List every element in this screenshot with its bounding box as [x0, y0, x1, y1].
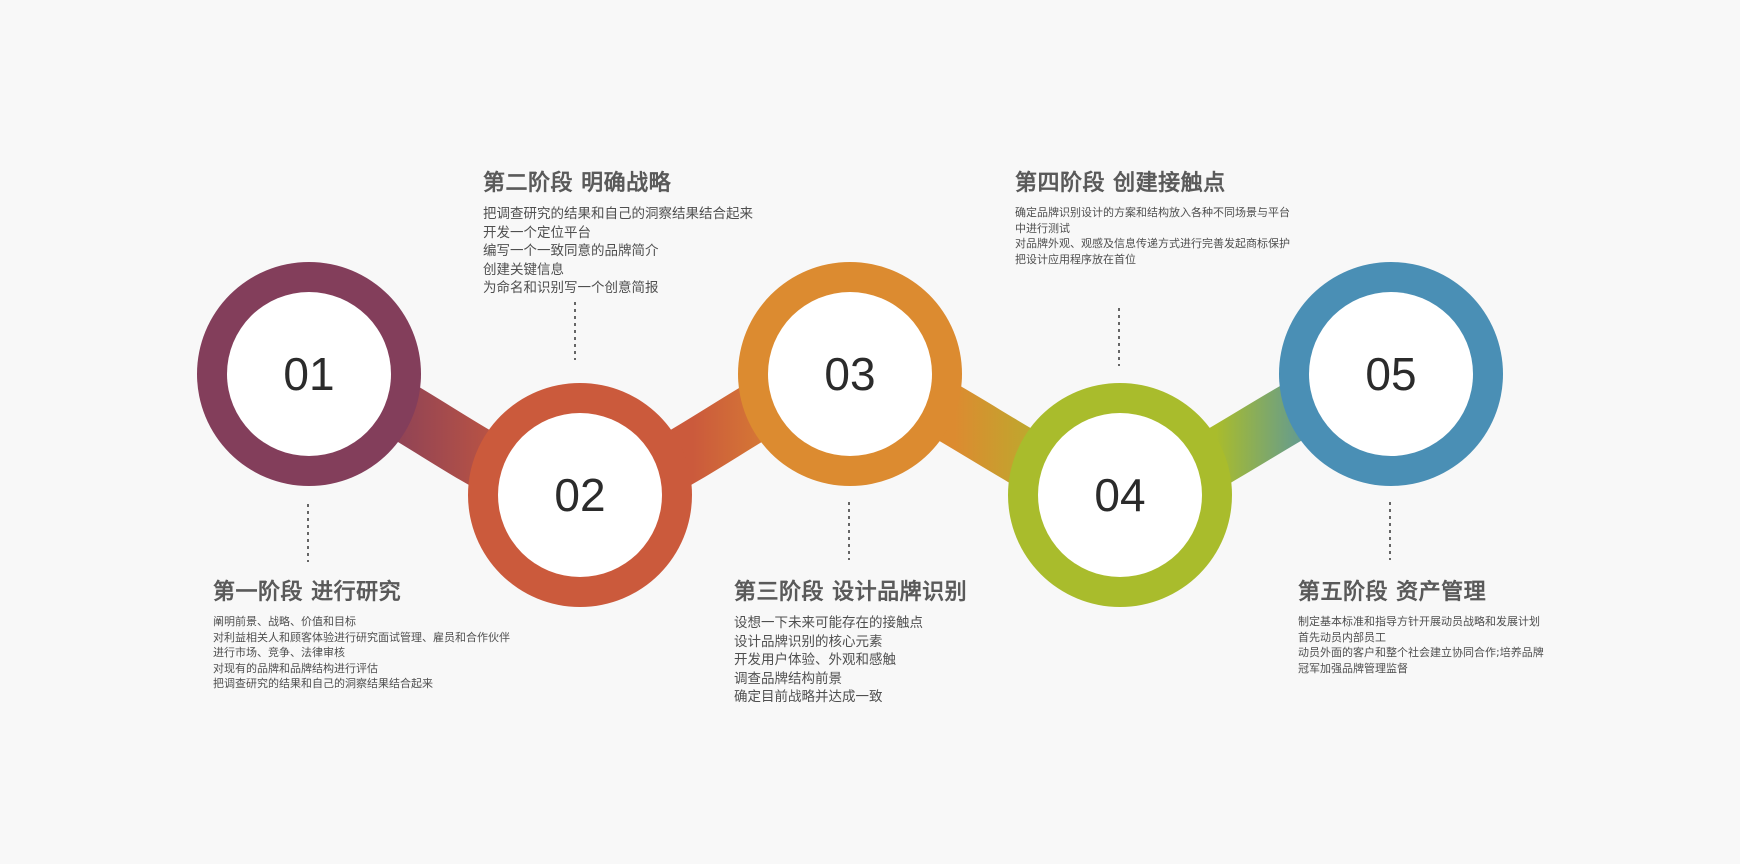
stage-item: 开发一个定位平台: [483, 224, 591, 241]
stage-item: 编写一个一致同意的品牌简介: [483, 243, 659, 259]
stage-items-03: 设想一下未来可能存在的接触点 设计品牌识别的核心元素 开发用户体验、外观和感触 …: [734, 614, 1034, 707]
stage-items-04: 确定品牌识别设计的方案和结构放入各种不同场景与平台中进行测试 对品牌外观、观感及…: [1015, 205, 1295, 267]
stage-text-05: 第五阶段 资产管理 制定基本标准和指导方针开展动员战略和发展计划首先动员内部员工…: [1298, 574, 1546, 676]
stage-title-01: 第一阶段 进行研究: [213, 580, 402, 605]
stage-item: 调查品牌结构前景: [734, 670, 842, 687]
stage-disc-04: [1038, 413, 1202, 577]
stage-item: 把调查研究的结果和自己的洞察结果结合起来: [483, 206, 753, 222]
stage-item: 对品牌外观、观感及信息传递方式进行完善发起商标保护: [1015, 237, 1290, 250]
stage-number-02: 02: [554, 469, 605, 521]
stage-title-05: 第五阶段 资产管理: [1298, 580, 1487, 605]
stage-item: 把调查研究的结果和自己的洞察结果结合起来: [213, 677, 433, 690]
stage-item: 开发用户体验、外观和感触: [734, 652, 896, 668]
stage-item: 进行市场、竞争、法律审核: [213, 646, 345, 659]
stage-item: 确定目前战略并达成一致: [734, 689, 883, 705]
stage-text-01: 第一阶段 进行研究 阐明前景、战略、价值和目标 对利益相关人和顾客体验进行研究面…: [213, 574, 573, 692]
stage-text-03: 第三阶段 设计品牌识别 设想一下未来可能存在的接触点 设计品牌识别的核心元素 开…: [734, 574, 1034, 707]
stage-title-04: 第四阶段 创建接触点: [1015, 171, 1226, 196]
stage-disc-01: [227, 292, 391, 456]
stage-items-01: 阐明前景、战略、价值和目标 对利益相关人和顾客体验进行研究面试管理、雇员和合作伙…: [213, 614, 573, 692]
stage-item: 阐明前景、战略、价值和目标: [213, 615, 356, 628]
stage-item: 把设计应用程序放在首位: [1015, 252, 1136, 266]
stage-disc-05: [1309, 292, 1473, 456]
stage-items-05: 制定基本标准和指导方针开展动员战略和发展计划首先动员内部员工 动员外面的客户和整…: [1298, 614, 1546, 676]
stage-text-04: 第四阶段 创建接触点 确定品牌识别设计的方案和结构放入各种不同场景与平台中进行测…: [1015, 165, 1295, 267]
stage-disc-03: [768, 292, 932, 456]
stage-number-04: 04: [1094, 469, 1145, 521]
stage-title-03: 第三阶段 设计品牌识别: [734, 580, 968, 605]
stage-number-03: 03: [824, 348, 875, 400]
stage-text-02: 第二阶段 明确战略 把调查研究的结果和自己的洞察结果结合起来 开发一个定位平台 …: [483, 165, 823, 298]
stage-item: 对利益相关人和顾客体验进行研究面试管理、雇员和合作伙伴: [213, 630, 510, 644]
stage-disc-02: [498, 413, 662, 577]
stage-number-05: 05: [1365, 348, 1416, 400]
stage-item: 设计品牌识别的核心元素: [734, 633, 883, 650]
stage-title-02: 第二阶段 明确战略: [483, 171, 672, 196]
stage-item: 确定品牌识别设计的方案和结构放入各种不同场景与平台中进行测试: [1015, 206, 1290, 235]
stage-item: 设想一下未来可能存在的接触点: [734, 615, 923, 631]
stage-number-01: 01: [283, 348, 334, 400]
stage-item: 动员外面的客户和整个社会建立协同合作;培养品牌冠军加强品牌管理监督: [1298, 646, 1544, 675]
stage-item: 对现有的品牌和品牌结构进行评估: [213, 661, 378, 675]
stage-item: 制定基本标准和指导方针开展动员战略和发展计划首先动员内部员工: [1298, 615, 1540, 644]
stage-item: 为命名和识别写一个创意简报: [483, 280, 659, 296]
stage-items-02: 把调查研究的结果和自己的洞察结果结合起来 开发一个定位平台 编写一个一致同意的品…: [483, 205, 823, 298]
stage-item: 创建关键信息: [483, 261, 564, 278]
